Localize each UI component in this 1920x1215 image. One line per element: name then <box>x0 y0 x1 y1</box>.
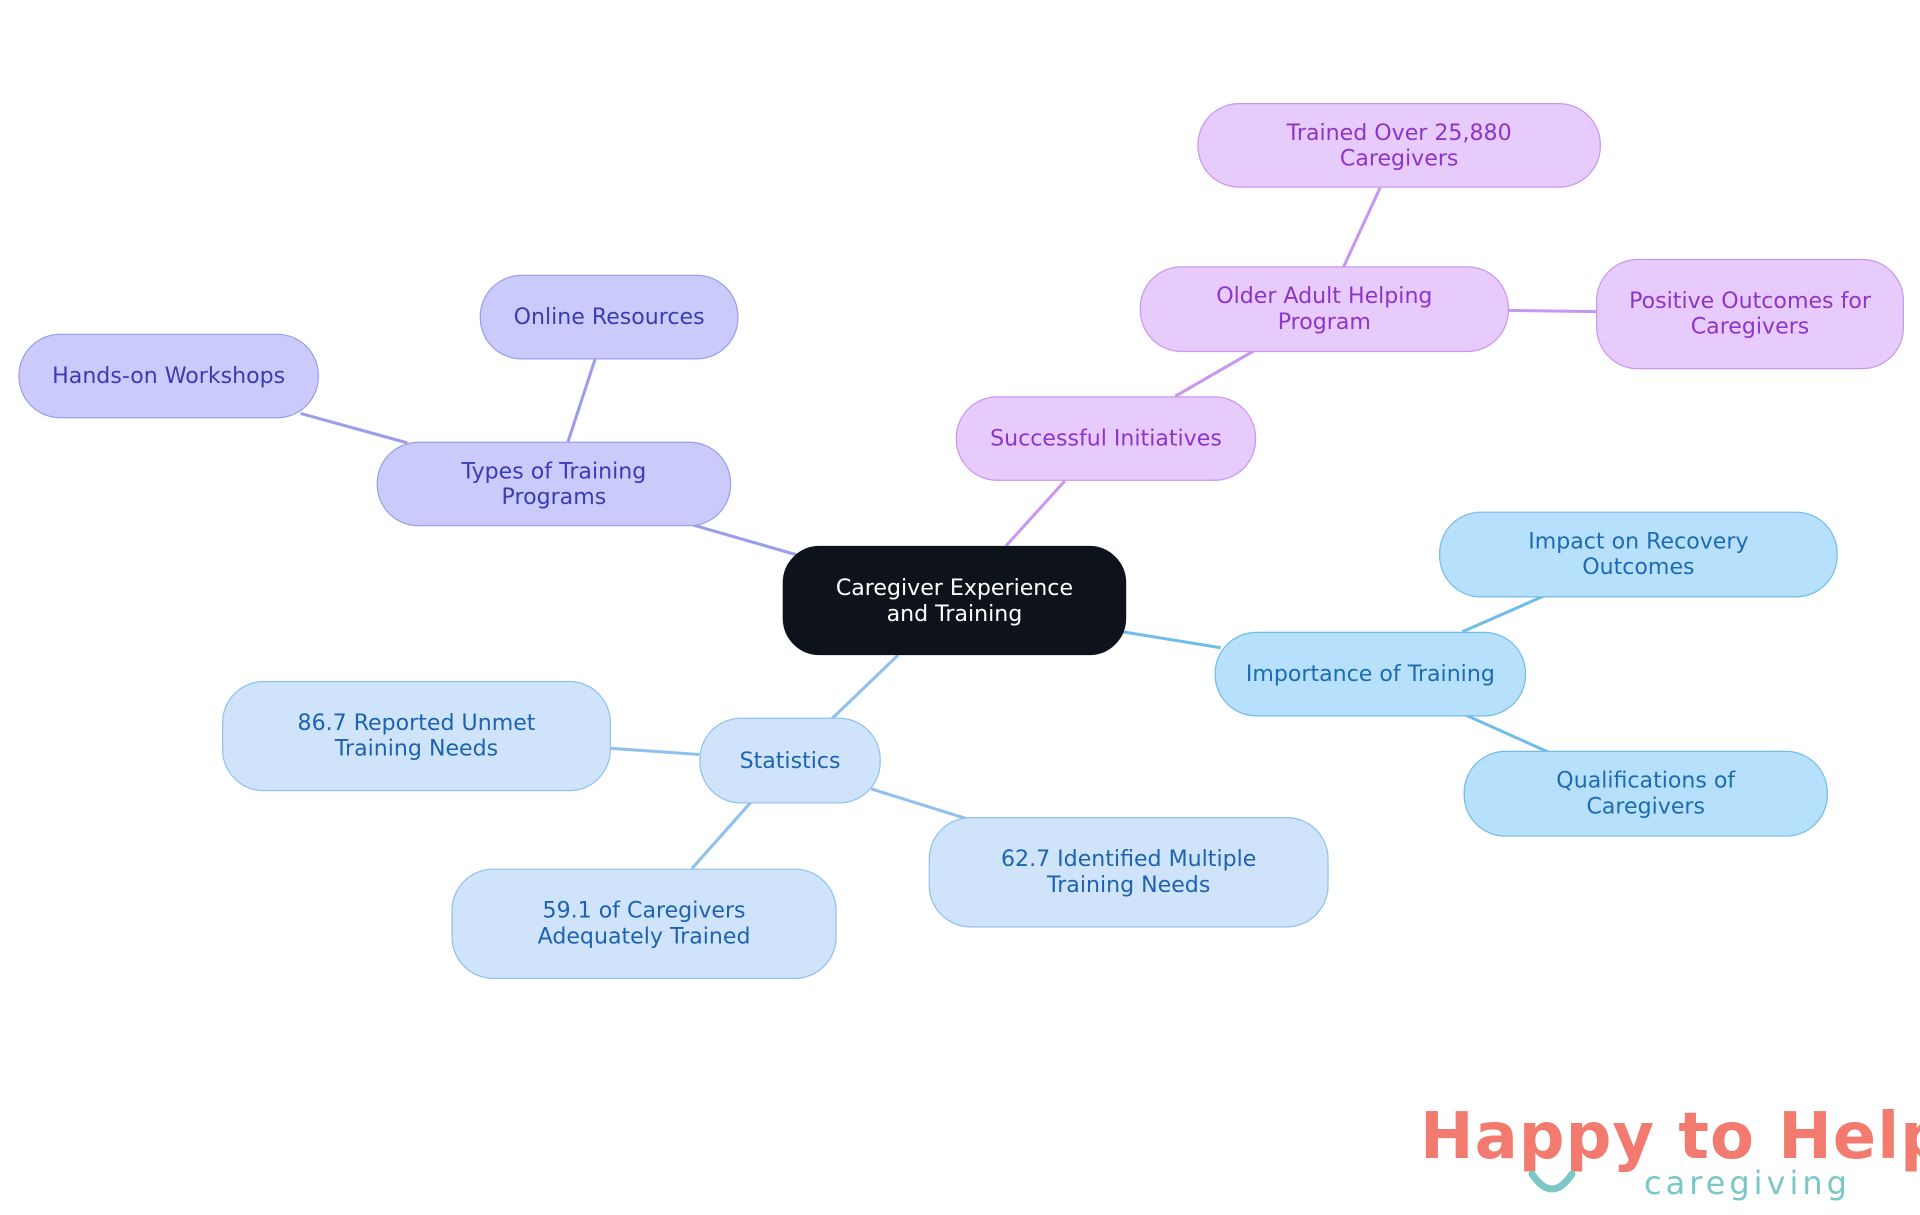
edge-statistics-adequate <box>690 801 752 870</box>
edge-statistics-unmet <box>610 746 700 757</box>
node-adequately-trained-label: 59.1 of Caregivers Adequately Trained <box>537 898 751 950</box>
node-unmet-training-needs[interactable]: 86.7 Reported Unmet Training Needs <box>222 680 611 792</box>
node-hands-on-workshops[interactable]: Hands-on Workshops <box>18 333 319 419</box>
node-importance-of-training[interactable]: Importance of Training <box>1214 631 1527 717</box>
edge-statistics-multiple <box>870 787 970 821</box>
edge-training-online <box>566 358 597 443</box>
root-node[interactable]: Caregiver Experience and Training <box>782 545 1127 656</box>
root-label: Caregiver Experience and Training <box>835 574 1074 627</box>
node-older-adult-helping-program-label: Older Adult Helping Program <box>1216 283 1433 335</box>
node-trained-over-caregivers[interactable]: Trained Over 25,880 Caregivers <box>1197 103 1601 188</box>
node-multiple-training-needs[interactable]: 62.7 Identified Multiple Training Needs <box>928 817 1329 928</box>
node-statistics-label: Statistics <box>739 747 841 774</box>
node-online-resources[interactable]: Online Resources <box>479 274 739 360</box>
node-unmet-training-needs-label: 86.7 Reported Unmet Training Needs <box>297 710 536 762</box>
edge-training-workshops <box>300 411 408 445</box>
edge-root-training <box>692 523 801 558</box>
edge-root-importance <box>1122 630 1221 650</box>
node-hands-on-workshops-label: Hands-on Workshops <box>52 363 286 389</box>
node-qualifications-of-caregivers[interactable]: Qualifications of Caregivers <box>1463 750 1828 837</box>
brand-word-to-help: to Help <box>1678 1100 1920 1174</box>
smile-icon <box>1528 1170 1576 1193</box>
node-positive-outcomes[interactable]: Positive Outcomes for Caregivers <box>1596 258 1904 370</box>
node-successful-initiatives[interactable]: Successful Initiatives <box>955 396 1257 481</box>
edge-importance-recovery <box>1461 594 1544 634</box>
node-impact-on-recovery[interactable]: Impact on Recovery Outcomes <box>1439 511 1838 598</box>
brand-name: Happy to Help <box>1420 1100 1920 1174</box>
node-statistics[interactable]: Statistics <box>699 717 881 804</box>
node-training-types-label: Types of Training Programs <box>461 458 647 510</box>
node-impact-on-recovery-label: Impact on Recovery Outcomes <box>1528 528 1749 581</box>
node-training-types[interactable]: Types of Training Programs <box>376 441 732 527</box>
node-qualifications-of-caregivers-label: Qualifications of Caregivers <box>1556 767 1736 820</box>
node-online-resources-label: Online Resources <box>513 304 705 331</box>
brand-logo: Happy to Help caregiving <box>1420 1100 1920 1202</box>
node-older-adult-helping-program[interactable]: Older Adult Helping Program <box>1139 266 1509 353</box>
node-adequately-trained[interactable]: 59.1 of Caregivers Adequately Trained <box>451 868 837 979</box>
edge-initiatives-program <box>1174 349 1255 398</box>
brand-word-happy: Happy <box>1420 1100 1656 1174</box>
edge-root-initiatives <box>1004 479 1066 547</box>
edge-importance-qualifications <box>1465 713 1549 754</box>
node-positive-outcomes-label: Positive Outcomes for Caregivers <box>1629 288 1871 340</box>
brand-tagline: caregiving <box>1644 1164 1851 1202</box>
node-trained-over-caregivers-label: Trained Over 25,880 Caregivers <box>1286 119 1512 172</box>
node-importance-of-training-label: Importance of Training <box>1245 661 1495 688</box>
node-successful-initiatives-label: Successful Initiatives <box>990 425 1222 452</box>
edge-program-outcomes <box>1507 308 1598 314</box>
node-multiple-training-needs-label: 62.7 Identified Multiple Training Needs <box>1000 846 1257 899</box>
edge-program-trained <box>1341 187 1382 269</box>
edge-root-statistics <box>830 654 900 721</box>
